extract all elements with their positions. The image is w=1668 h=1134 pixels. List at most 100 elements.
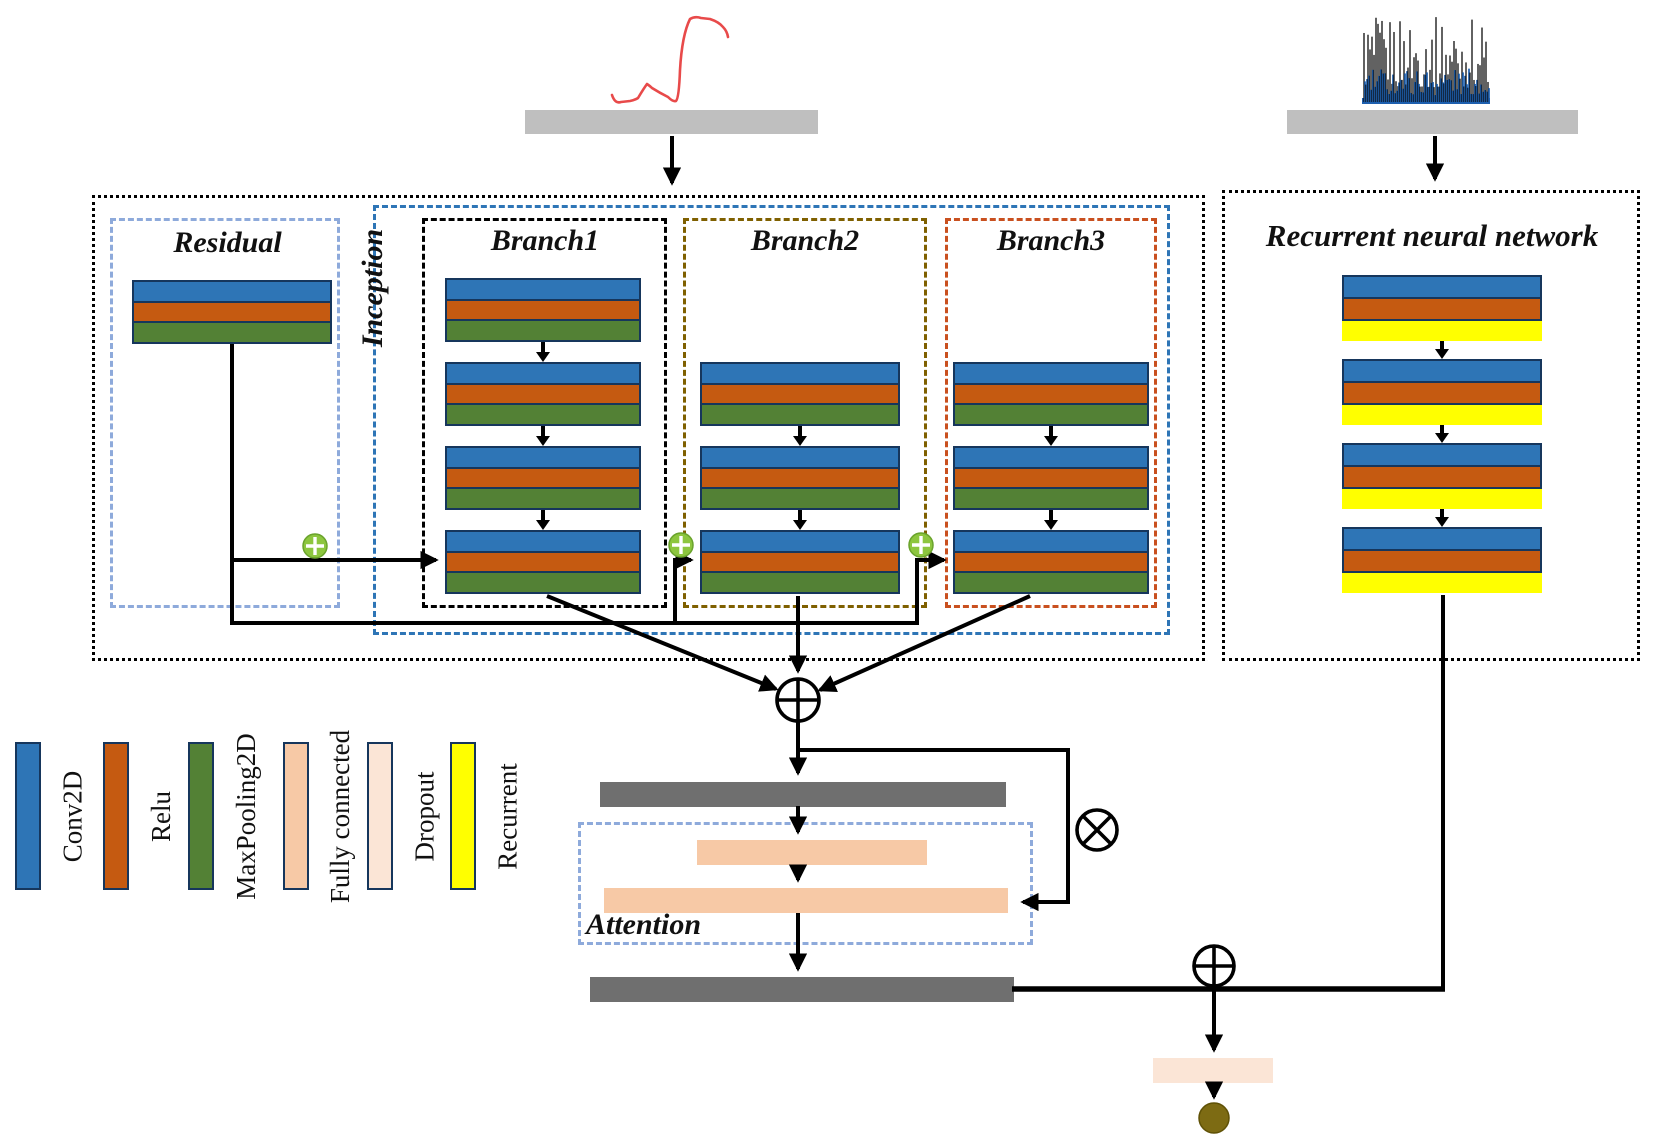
legend-label-wrap: Relu (129, 742, 193, 890)
maxpooling2d-layer (700, 571, 900, 595)
rnn-title: Recurrent neural network (1265, 218, 1599, 253)
legend-item: Fully connected (283, 729, 383, 903)
conv2d-layer (953, 446, 1149, 469)
branch2-column (700, 362, 900, 595)
branch1-title: Branch1 (490, 224, 600, 257)
conv2d-layer (445, 446, 641, 469)
force-curve-icon (610, 15, 730, 104)
legend-label: MaxPooling2D (230, 732, 261, 900)
maxpooling2d-layer (953, 571, 1149, 595)
maxpooling2d-layer (445, 487, 641, 511)
branch1-column (445, 278, 641, 595)
input-bar-right (1287, 110, 1578, 134)
legend-item: Relu (103, 742, 203, 892)
conv2d-layer (445, 530, 641, 553)
relu-layer (445, 466, 641, 490)
down-arrow-icon (535, 342, 551, 362)
recurrent-layer (1342, 405, 1542, 425)
branch3-stack (953, 530, 1149, 595)
conv2d-layer (132, 280, 332, 303)
maxpooling2d-layer (445, 319, 641, 343)
branch2-stack (700, 446, 900, 511)
fusion-sum-icon (1192, 944, 1236, 988)
recurrent-stack (1342, 275, 1542, 341)
attention-output-bar (590, 977, 1014, 1002)
maxpooling2d-layer (445, 571, 641, 595)
maxpooling2d-layer (953, 487, 1149, 511)
branch3-box (945, 218, 1157, 608)
relu-layer (700, 466, 900, 490)
relu-layer (445, 298, 641, 322)
maxpooling2d-layer (700, 487, 900, 511)
attention-title: Attention (586, 908, 702, 941)
conv2d-layer (1342, 443, 1542, 467)
conv2d-layer (1342, 527, 1542, 551)
legend-swatch-relu (103, 742, 129, 890)
maxpooling2d-layer (445, 403, 641, 427)
attention-multiply-icon (1075, 808, 1119, 852)
branch1-stack (445, 362, 641, 427)
legend-swatch-conv2d (15, 742, 41, 890)
relu-layer (1342, 381, 1542, 405)
rnn-module-box (1222, 190, 1640, 661)
branch1-stack (445, 446, 641, 511)
relu-layer (953, 466, 1149, 490)
relu-layer (700, 550, 900, 574)
legend-label: Fully connected (325, 729, 356, 903)
relu-layer (132, 300, 332, 324)
down-arrow-icon (1043, 426, 1059, 446)
legend-label-wrap: Fully connected (309, 729, 373, 902)
maxpooling2d-layer (132, 321, 332, 345)
residual-box (110, 218, 340, 608)
legend-swatch-recurrent (450, 742, 476, 890)
branch1-stack (445, 278, 641, 343)
branch3-stack (953, 446, 1149, 511)
rnn-column (1342, 275, 1542, 593)
conv2d-layer (953, 530, 1149, 553)
residual-column (132, 280, 332, 345)
down-arrow-icon (535, 510, 551, 530)
force-curve-path (610, 15, 730, 104)
legend-label: Conv2D (57, 770, 88, 862)
conv2d-layer (700, 530, 900, 553)
relu-layer (1342, 465, 1542, 489)
conv2d-layer (953, 362, 1149, 385)
legend-label-wrap: Dropout (393, 742, 457, 890)
residual-title: Residual (173, 226, 282, 259)
branch3-title: Branch3 (996, 224, 1106, 257)
down-arrow-icon (1434, 425, 1450, 443)
branch2-box (683, 218, 927, 608)
legend-label: Relu (145, 790, 176, 842)
legend-swatch-dropout (367, 742, 393, 890)
down-arrow-icon (535, 426, 551, 446)
recurrent-stack (1342, 527, 1542, 593)
output-node (1198, 1102, 1230, 1134)
relu-layer (1342, 297, 1542, 321)
legend-label: Dropout (409, 771, 440, 861)
recurrent-layer (1342, 573, 1542, 593)
legend-item: Recurrent (450, 742, 550, 892)
legend-item: Conv2D (15, 742, 115, 892)
inception-title: Inception (356, 228, 390, 348)
acoustic-emission-waveform-icon (1362, 17, 1490, 104)
branch1-stack (445, 530, 641, 595)
branch2-title: Branch2 (750, 224, 860, 257)
down-arrow-icon (792, 426, 808, 446)
conv2d-layer (1342, 275, 1542, 299)
down-arrow-icon (792, 510, 808, 530)
branch2-stack (700, 530, 900, 595)
input-bar-left (525, 110, 818, 134)
branch1-box (422, 218, 667, 608)
relu-layer (700, 382, 900, 406)
down-arrow-icon (1434, 509, 1450, 527)
relu-layer (445, 550, 641, 574)
legend-swatch-maxpooling2d (188, 742, 214, 890)
merged-feature-bar (600, 782, 1006, 807)
relu-layer (445, 382, 641, 406)
relu-layer (1342, 549, 1542, 573)
maxpooling2d-layer (953, 403, 1149, 427)
final-dense-bar (1153, 1058, 1273, 1083)
relu-layer (953, 550, 1149, 574)
recurrent-layer (1342, 321, 1542, 341)
